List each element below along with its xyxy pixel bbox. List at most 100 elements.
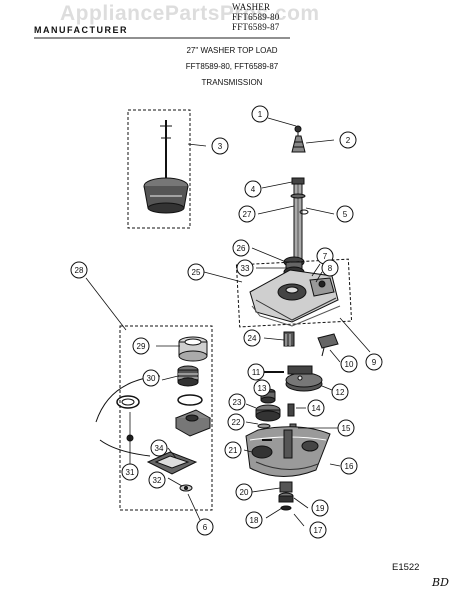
diagram-title: 27" WASHER TOP LOAD: [186, 46, 278, 55]
part-32-washer: [179, 484, 193, 492]
callout-33: 33: [236, 259, 254, 277]
part-34-base-seal: [146, 451, 198, 475]
part-22-washer: [257, 423, 271, 429]
callout-24: 24: [243, 329, 261, 347]
callout-circle: [336, 205, 354, 223]
diagram-section: TRANSMISSION: [201, 78, 263, 87]
callout-34: 34: [150, 439, 168, 457]
callout-number: 19: [316, 504, 325, 513]
callout-number: 9: [372, 358, 377, 367]
callout-number: 27: [243, 210, 252, 219]
callout-29: 29: [132, 337, 150, 355]
part-29-seal: [178, 336, 208, 362]
callout-15: 15: [337, 419, 355, 437]
callout-number: 28: [75, 266, 84, 275]
callout-8: 8: [321, 259, 339, 277]
callout-number: 22: [232, 418, 241, 427]
callout-4: 4: [244, 180, 262, 198]
callout-31: 31: [121, 463, 139, 481]
callout-circle: [150, 439, 168, 457]
callout-13: 13: [253, 379, 271, 397]
callout-27: 27: [238, 205, 256, 223]
part-1-screw: [294, 125, 302, 136]
callout-circle: [238, 205, 256, 223]
diagram-models: FFT8589-80, FFT6589-87: [185, 62, 279, 71]
callout-20: 20: [235, 483, 253, 501]
callout-10: 10: [340, 355, 358, 373]
callout-circle: [251, 105, 269, 123]
callout-circle: [245, 511, 263, 529]
callout-5: 5: [336, 205, 354, 223]
callout-number: 17: [314, 526, 323, 535]
callout-number: 29: [137, 342, 146, 351]
callout-circle: [321, 259, 339, 277]
callout-number: 13: [258, 384, 267, 393]
part-30-spring-seal: [177, 365, 199, 387]
part-square-seal: [174, 409, 212, 437]
callout-circle: [227, 413, 245, 431]
callout-26: 26: [232, 239, 250, 257]
part-25-housing-cover: [249, 269, 341, 327]
callout-circle: [121, 463, 139, 481]
part-3-agitator-drive: [143, 120, 189, 214]
callout-number: 3: [218, 142, 223, 151]
callout-14: 14: [307, 399, 325, 417]
part-24-pinion: [283, 331, 295, 347]
part-18-washer: [280, 505, 292, 511]
callout-circle: [307, 399, 325, 417]
callout-3: 3: [211, 137, 229, 155]
callout-28: 28: [70, 261, 88, 279]
callout-circle: [235, 483, 253, 501]
callout-number: 30: [147, 374, 156, 383]
callout-number: 31: [126, 468, 135, 477]
callout-12: 12: [331, 383, 349, 401]
callout-circle: [196, 518, 214, 536]
callout-16: 16: [340, 457, 358, 475]
callout-circle: [236, 259, 254, 277]
callout-18: 18: [245, 511, 263, 529]
leader-lines: [85, 117, 371, 527]
callout-number: 25: [192, 268, 201, 277]
callout-circle: [253, 379, 271, 397]
header-manufacturer: MANUFACTURER: [34, 25, 128, 35]
callout-number: 10: [345, 360, 354, 369]
part-14-bushing: [287, 403, 295, 417]
callout-circle: [365, 353, 383, 371]
callout-circle: [247, 363, 265, 381]
callout-circle: [132, 337, 150, 355]
callout-21: 21: [224, 441, 242, 459]
callout-number: 11: [252, 368, 261, 377]
callout-number: 21: [229, 446, 238, 455]
callout-11: 11: [247, 363, 265, 381]
callout-circle: [232, 239, 250, 257]
callout-number: 14: [312, 404, 321, 413]
callout-circle: [187, 263, 205, 281]
callout-circle: [70, 261, 88, 279]
watermark: AppliancePartsPros.com: [60, 2, 320, 25]
part-ring: [177, 394, 203, 406]
callout-number: 8: [328, 264, 333, 273]
part-10-shift-lever: [317, 333, 339, 357]
callout-number: 18: [250, 516, 259, 525]
callout-19: 19: [311, 499, 329, 517]
part-28-box: [119, 325, 213, 511]
handwritten-initials: BD: [432, 576, 449, 589]
callout-number: 32: [153, 476, 162, 485]
callout-17: 17: [309, 521, 327, 539]
callout-circle: [340, 457, 358, 475]
callout-22: 22: [227, 413, 245, 431]
part-2-nut: [291, 135, 306, 153]
callout-32: 32: [148, 471, 166, 489]
callout-number: 12: [336, 388, 345, 397]
callout-circle: [142, 369, 160, 387]
callout-1: 1: [251, 105, 269, 123]
header-product: WASHER: [232, 2, 271, 12]
callout-23: 23: [228, 393, 246, 411]
callout-number: 15: [342, 424, 351, 433]
callout-circle: [340, 355, 358, 373]
part-3-box: [127, 109, 191, 229]
callout-circle: [224, 441, 242, 459]
callout-circle: [228, 393, 246, 411]
callout-number: 34: [155, 444, 164, 453]
callout-circle: [244, 180, 262, 198]
